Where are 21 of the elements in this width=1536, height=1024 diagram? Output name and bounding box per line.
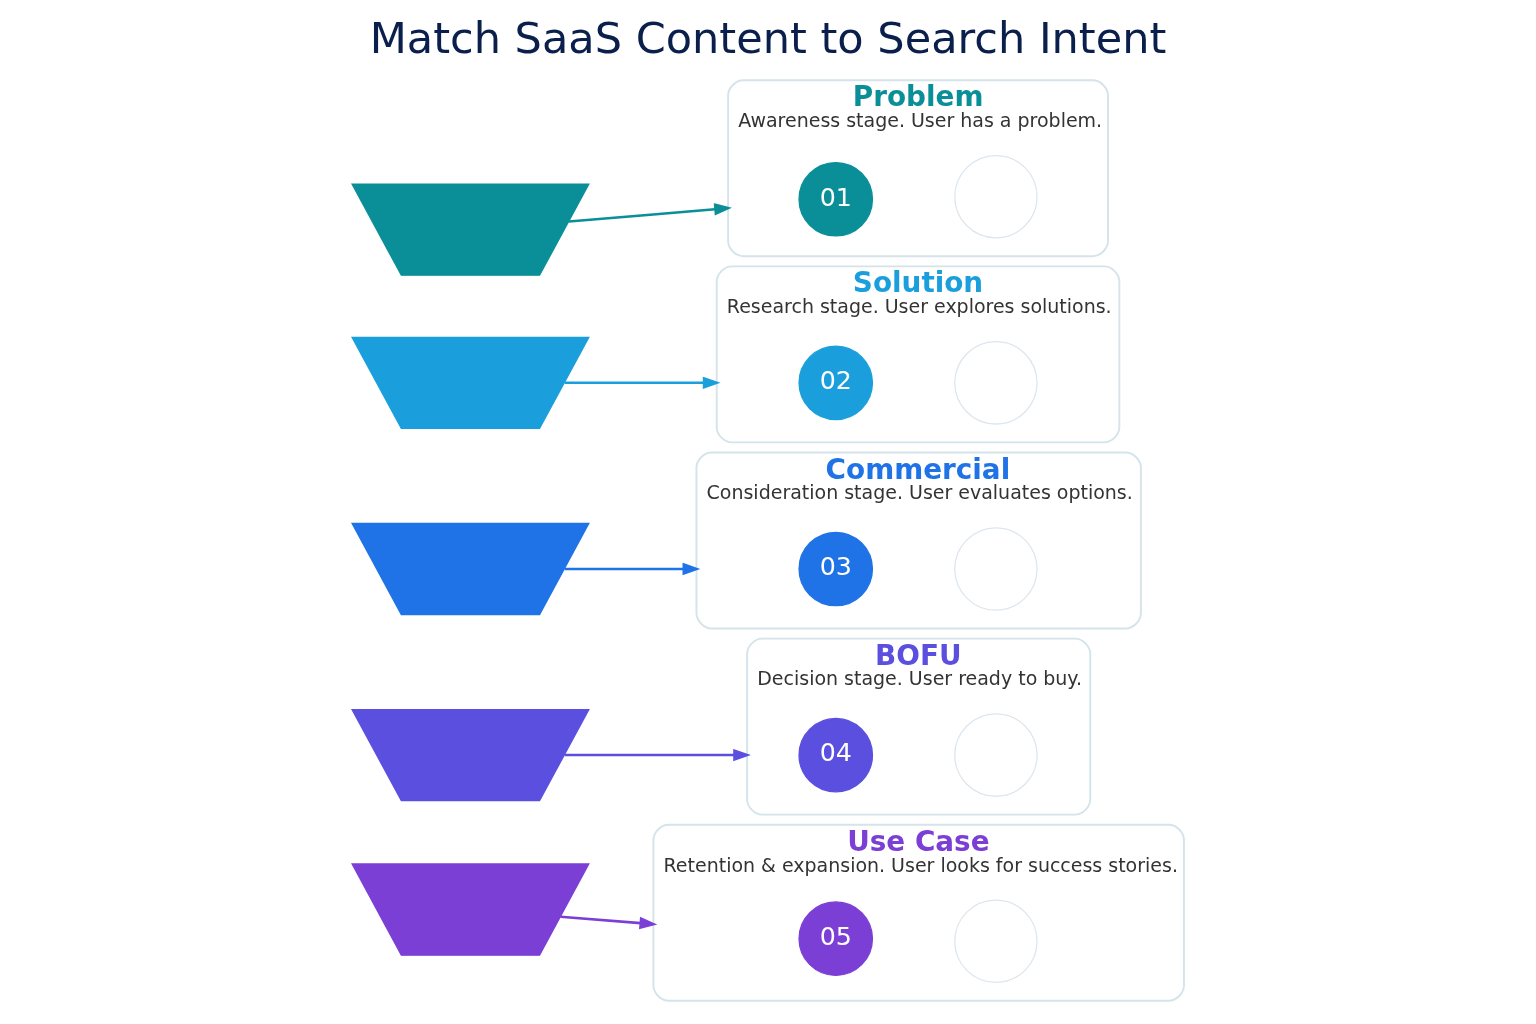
node-circle: 02 [798,345,874,421]
arrow [564,748,751,762]
arrow [560,915,658,930]
arrow [564,376,721,390]
node-trapezoid [351,863,590,956]
node-circle: 03 [798,531,874,607]
node-trapezoid [351,183,590,276]
node-trapezoid [351,708,590,802]
node-trapezoid [351,522,590,616]
arrow [564,562,701,576]
node-circle: 04 [798,717,874,793]
node-circle: 01 [798,161,874,237]
node-trapezoid [351,336,590,430]
arrow [568,203,732,223]
node-circle [954,154,1038,239]
diagram-title: Match SaaS Content to Search Intent [369,12,1167,63]
node-circle: 05 [798,901,874,977]
node-circle [954,341,1038,425]
node-circle [954,899,1038,983]
node-circle [954,713,1038,797]
node-circle [954,527,1038,611]
